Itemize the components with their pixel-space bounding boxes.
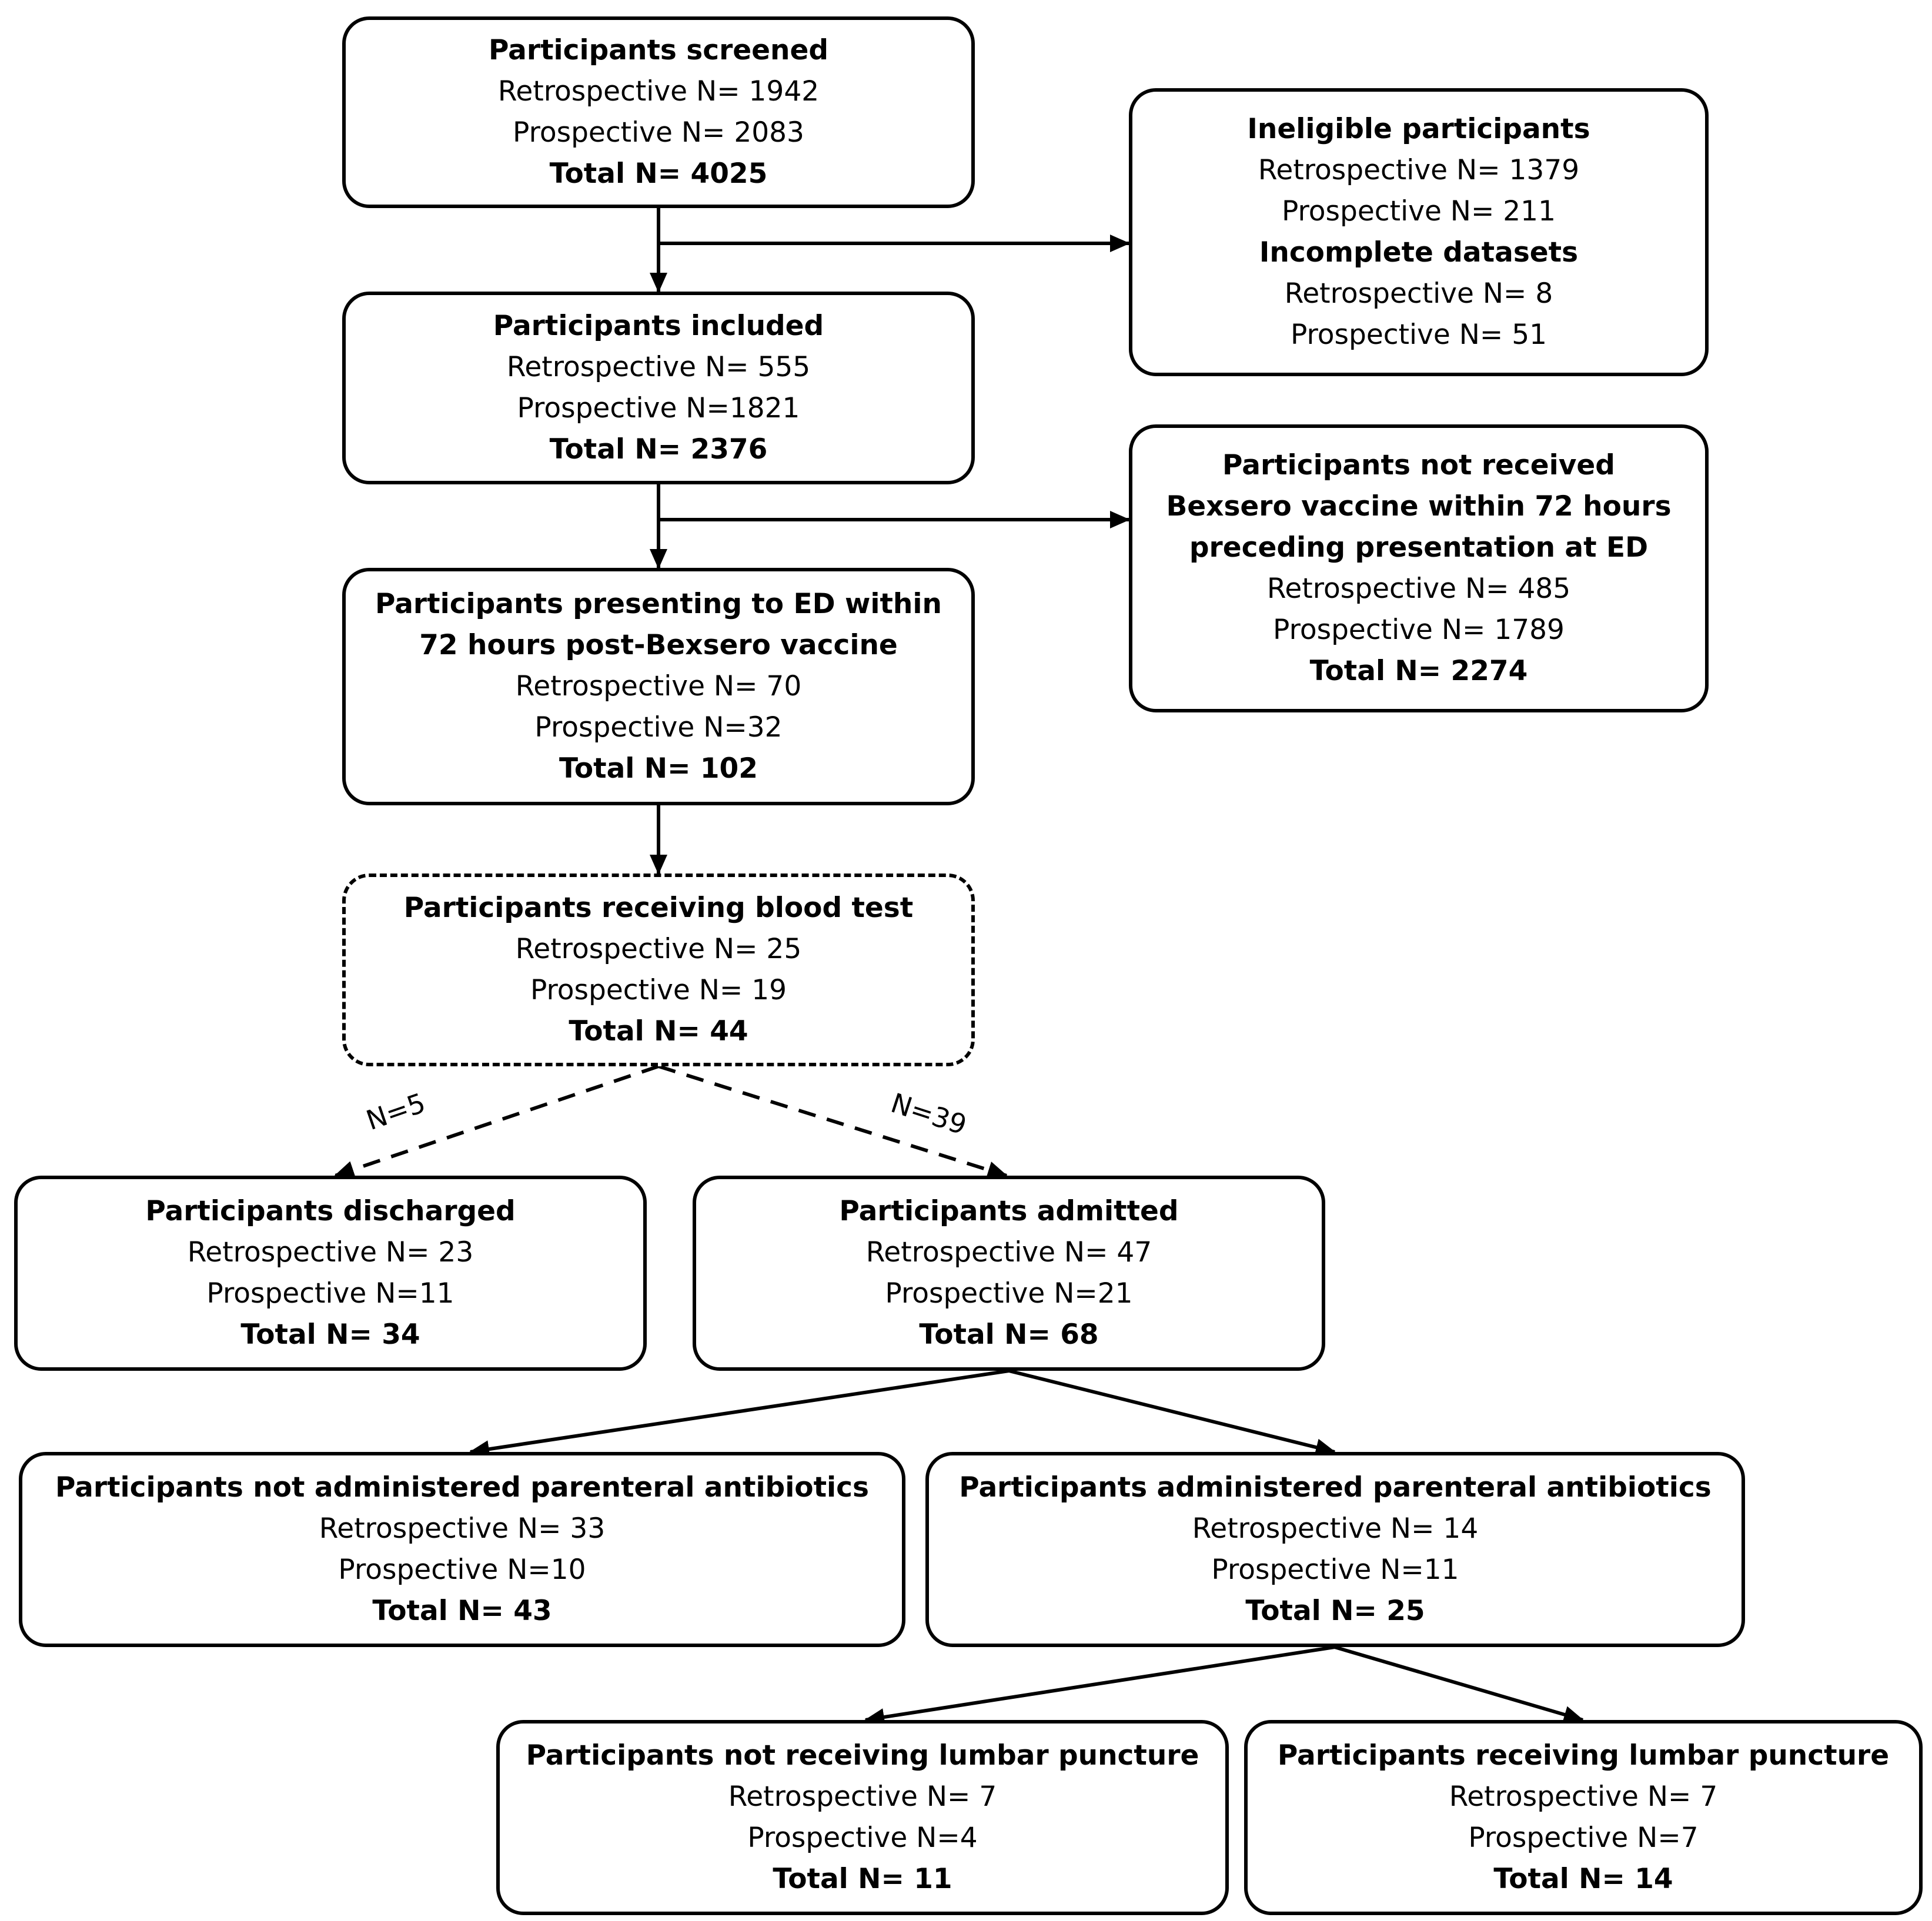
ineligible-title: Ineligible participants	[1247, 113, 1590, 145]
not-antibiotics-total: Total N= 43	[372, 1595, 552, 1627]
discharged-box: Participants discharged Retrospective N=…	[14, 1176, 647, 1371]
screened-total: Total N= 4025	[549, 158, 768, 190]
antibiotics-total: Total N= 25	[1245, 1595, 1425, 1627]
not-received-title-line2: Bexsero vaccine within 72 hours	[1166, 490, 1672, 523]
antibiotics-retrospective: Retrospective N= 14	[1192, 1512, 1479, 1545]
incomplete-retrospective: Retrospective N= 8	[1284, 277, 1553, 310]
admitted-box: Participants admitted Retrospective N= 4…	[693, 1176, 1325, 1371]
presenting-box: Participants presenting to ED within 72 …	[342, 568, 975, 805]
no-lumbar-puncture-total: Total N= 11	[773, 1863, 952, 1895]
included-prospective: Prospective N=1821	[517, 392, 800, 424]
presenting-total: Total N= 102	[559, 752, 758, 785]
admitted-total: Total N= 68	[919, 1318, 1099, 1351]
included-title: Participants included	[493, 310, 824, 342]
ineligible-retrospective: Retrospective N= 1379	[1258, 154, 1580, 186]
admitted-title: Participants admitted	[839, 1195, 1179, 1227]
screened-prospective: Prospective N= 2083	[513, 116, 804, 149]
included-box: Participants included Retrospective N= 5…	[342, 292, 975, 484]
admitted-prospective: Prospective N=21	[885, 1277, 1133, 1310]
screened-box: Participants screened Retrospective N= 1…	[342, 16, 975, 208]
arrow-antibiotics-to-lp	[1334, 1645, 1584, 1723]
presenting-prospective: Prospective N=32	[534, 711, 783, 744]
not-received-title-line1: Participants not received	[1222, 449, 1615, 481]
discharged-title: Participants discharged	[145, 1195, 516, 1227]
incomplete-title: Incomplete datasets	[1259, 236, 1579, 269]
lumbar-puncture-prospective: Prospective N=7	[1468, 1822, 1699, 1854]
arrow-admitted-to-antibiotics	[1008, 1369, 1336, 1456]
blood-test-box: Participants receiving blood test Retros…	[342, 874, 975, 1066]
no-lumbar-puncture-title: Participants not receiving lumbar punctu…	[526, 1739, 1199, 1772]
not-antibiotics-title: Participants not administered parenteral…	[55, 1471, 870, 1504]
discharged-total: Total N= 34	[240, 1318, 420, 1351]
presenting-title-line2: 72 hours post-Bexsero vaccine	[419, 629, 898, 661]
not-received-title-line3: preceding presentation at ED	[1189, 531, 1649, 564]
blood-test-title: Participants receiving blood test	[403, 892, 914, 924]
not-received-prospective: Prospective N= 1789	[1273, 614, 1565, 646]
no-lumbar-puncture-box: Participants not receiving lumbar punctu…	[496, 1720, 1229, 1915]
arrow-admitted-to-not-antibiotics	[469, 1369, 1010, 1458]
screened-title: Participants screened	[489, 34, 828, 66]
lumbar-puncture-title: Participants receiving lumbar puncture	[1277, 1739, 1890, 1772]
antibiotics-title: Participants administered parenteral ant…	[959, 1471, 1712, 1504]
not-received-retrospective: Retrospective N= 485	[1266, 573, 1571, 605]
blood-test-retrospective: Retrospective N= 25	[515, 933, 802, 965]
lumbar-puncture-retrospective: Retrospective N= 7	[1449, 1781, 1718, 1813]
incomplete-prospective: Prospective N= 51	[1290, 319, 1547, 351]
arrow-antibiotics-to-no-lp	[864, 1645, 1335, 1726]
included-retrospective: Retrospective N= 555	[506, 351, 811, 383]
screened-retrospective: Retrospective N= 1942	[497, 75, 820, 108]
included-total: Total N= 2376	[549, 433, 768, 466]
presenting-retrospective: Retrospective N= 70	[515, 670, 802, 702]
arrow-blood-test-to-admitted	[658, 1065, 1008, 1179]
not-received-box: Participants not received Bexsero vaccin…	[1129, 424, 1709, 712]
lumbar-puncture-box: Participants receiving lumbar puncture R…	[1244, 1720, 1923, 1915]
not-antibiotics-box: Participants not administered parenteral…	[19, 1452, 905, 1647]
antibiotics-box: Participants administered parenteral ant…	[925, 1452, 1745, 1647]
not-antibiotics-retrospective: Retrospective N= 33	[319, 1512, 606, 1545]
antibiotics-prospective: Prospective N=11	[1211, 1554, 1459, 1586]
no-lumbar-puncture-retrospective: Retrospective N= 7	[728, 1781, 997, 1813]
admitted-retrospective: Retrospective N= 47	[865, 1236, 1152, 1269]
ineligible-prospective: Prospective N= 211	[1282, 195, 1556, 227]
no-lumbar-puncture-prospective: Prospective N=4	[747, 1822, 978, 1854]
ineligible-box: Ineligible participants Retrospective N=…	[1129, 88, 1709, 376]
discharged-prospective: Prospective N=11	[206, 1277, 454, 1310]
lumbar-puncture-total: Total N= 14	[1493, 1863, 1673, 1895]
blood-test-total: Total N= 44	[569, 1015, 748, 1047]
not-antibiotics-prospective: Prospective N=10	[338, 1554, 586, 1586]
presenting-title-line1: Participants presenting to ED within	[375, 588, 942, 620]
blood-test-prospective: Prospective N= 19	[530, 974, 787, 1006]
not-received-total: Total N= 2274	[1309, 655, 1528, 687]
discharged-retrospective: Retrospective N= 23	[187, 1236, 474, 1269]
